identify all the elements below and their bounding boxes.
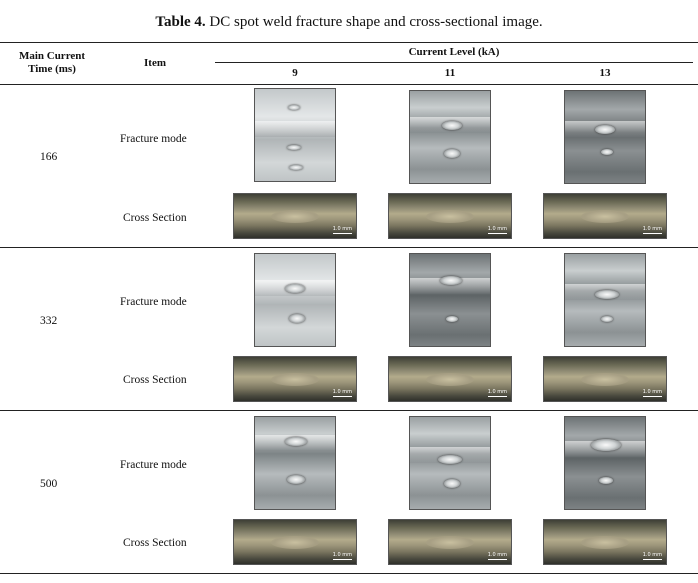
cross-section-image-332-11: 1.0 mm [388,356,512,402]
cross-section-image-332-9: 1.0 mm [233,356,357,402]
scale-bar: 1.0 mm [642,552,662,560]
caption-text: DC spot weld fracture shape and cross-se… [209,14,543,30]
fracture-image-166-9 [254,88,336,182]
fracture-image-500-13 [564,416,646,510]
fracture-image-332-9 [254,253,336,347]
table-caption: Table 4. DC spot weld fracture shape and… [0,14,698,31]
header-current-level: Current Level (kA) [408,46,500,58]
fracture-image-166-13 [564,90,646,184]
time-166: 166 [40,151,58,163]
level-rule [215,62,693,63]
cross-section-image-166-11: 1.0 mm [388,193,512,239]
fracture-image-500-11 [409,416,491,510]
caption-label: Table 4. [155,14,206,30]
scale-bar: 1.0 mm [332,226,352,234]
cross-section-image-166-13: 1.0 mm [543,193,667,239]
time-500: 500 [40,478,58,490]
fracture-image-332-11 [409,253,491,347]
fracture-image-166-11 [409,90,491,184]
header-level-13: 13 [599,67,611,79]
cross-label-row1: Cross Section [123,212,187,224]
cross-section-image-166-9: 1.0 mm [233,193,357,239]
time-332: 332 [40,315,58,327]
cross-section-image-500-9: 1.0 mm [233,519,357,565]
fracture-label-row1: Fracture mode [120,133,187,145]
top-rule [0,42,698,43]
fracture-image-332-13 [564,253,646,347]
cross-section-image-500-13: 1.0 mm [543,519,667,565]
row-divider-2 [0,410,698,411]
scale-bar: 1.0 mm [332,389,352,397]
scale-bar: 1.0 mm [642,389,662,397]
fracture-label-row2: Fracture mode [120,296,187,308]
header-time: Main Current Time (ms) [18,50,86,75]
scale-bar: 1.0 mm [487,389,507,397]
fracture-label-row3: Fracture mode [120,459,187,471]
header-item: Item [144,57,166,69]
scale-bar: 1.0 mm [332,552,352,560]
cross-section-image-500-11: 1.0 mm [388,519,512,565]
fracture-image-500-9 [254,416,336,510]
bottom-rule [0,573,698,574]
scale-bar: 1.0 mm [642,226,662,234]
header-level-9: 9 [292,67,298,79]
cross-section-image-332-13: 1.0 mm [543,356,667,402]
row-divider-1 [0,247,698,248]
scale-bar: 1.0 mm [487,226,507,234]
header-rule [0,84,698,85]
cross-label-row2: Cross Section [123,374,187,386]
cross-label-row3: Cross Section [123,537,187,549]
scale-bar: 1.0 mm [487,552,507,560]
header-level-11: 11 [444,67,456,79]
